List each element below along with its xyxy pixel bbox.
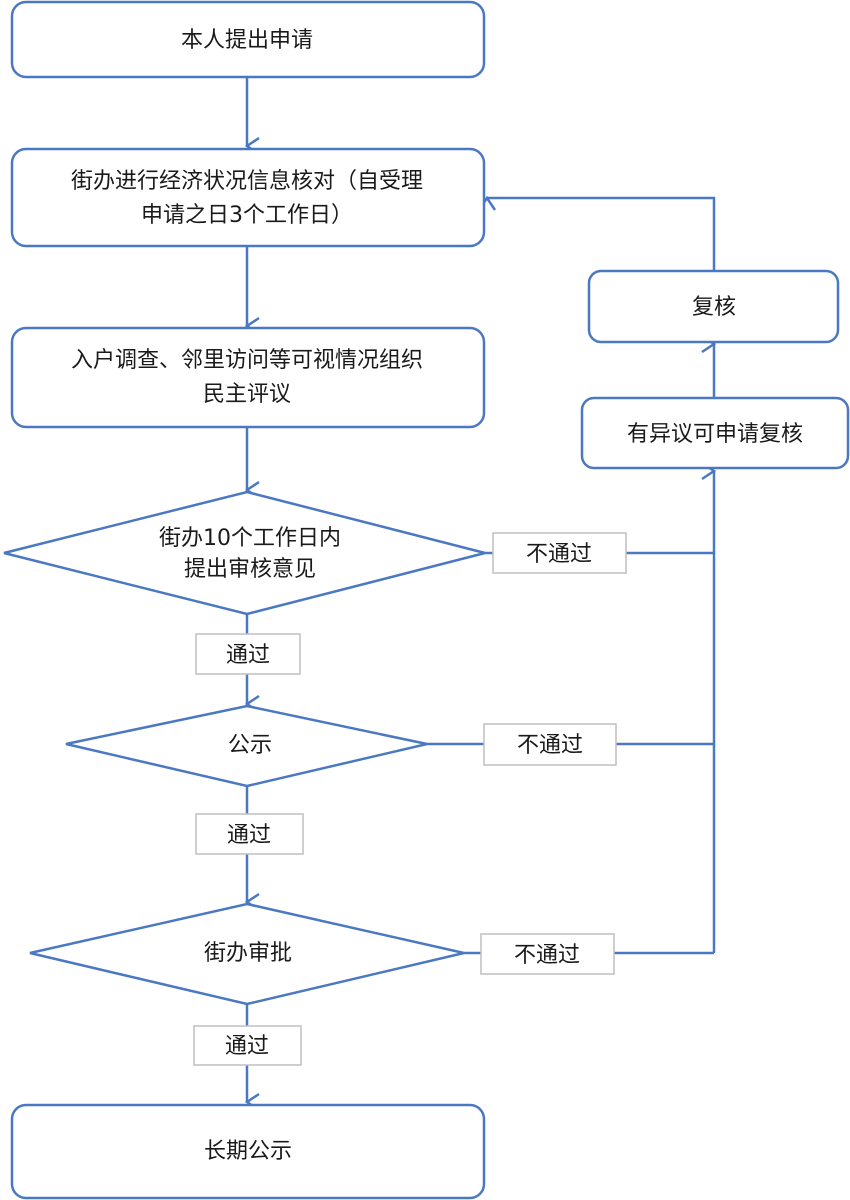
node-survey-text-line1: 入户调查、邻里访问等可视情况组织 xyxy=(71,348,423,373)
node-review-decision xyxy=(3,490,486,616)
label-pass-1: 通过 xyxy=(226,643,270,668)
node-apply xyxy=(10,0,486,79)
node-survey xyxy=(10,326,486,429)
label-fail-3: 不通过 xyxy=(514,943,580,968)
label-box-fail-1 xyxy=(492,532,627,574)
node-apply-text: 本人提出申请 xyxy=(181,28,313,53)
node-objection-text: 有异议可申请复核 xyxy=(627,422,803,447)
node-objection xyxy=(580,396,850,470)
label-fail-2: 不通过 xyxy=(517,733,583,758)
node-survey-text-line2: 民主评议 xyxy=(203,382,291,407)
node-publicity-text: 公示 xyxy=(228,733,272,758)
node-long-publicity xyxy=(10,1103,486,1200)
node-recheck-text: 复核 xyxy=(692,295,736,320)
node-review-text-line1: 街办10个工作日内 xyxy=(159,526,341,551)
node-publicity-decision xyxy=(65,704,428,788)
node-verify xyxy=(10,147,486,248)
node-approval-text: 街办审批 xyxy=(204,941,292,966)
node-approval-decision xyxy=(29,902,465,1006)
label-box-pass-2 xyxy=(195,813,304,855)
node-verify-text-line2: 申请之日3个工作日） xyxy=(141,203,353,228)
node-review-text-line2: 提出审核意见 xyxy=(184,557,316,582)
label-box-pass-1 xyxy=(195,633,301,675)
label-box-fail-3 xyxy=(480,933,615,975)
label-pass-2: 通过 xyxy=(227,823,271,848)
node-recheck xyxy=(587,269,840,344)
label-box-fail-2 xyxy=(483,723,617,766)
label-box-pass-3 xyxy=(193,1025,302,1066)
edge-recheck-to-verify xyxy=(487,198,716,270)
node-long-publicity-text: 长期公示 xyxy=(204,1139,292,1164)
node-verify-text-line1: 街办进行经济状况信息核对（自受理 xyxy=(71,169,423,194)
label-fail-1: 不通过 xyxy=(526,542,592,567)
label-pass-3: 通过 xyxy=(225,1034,269,1059)
